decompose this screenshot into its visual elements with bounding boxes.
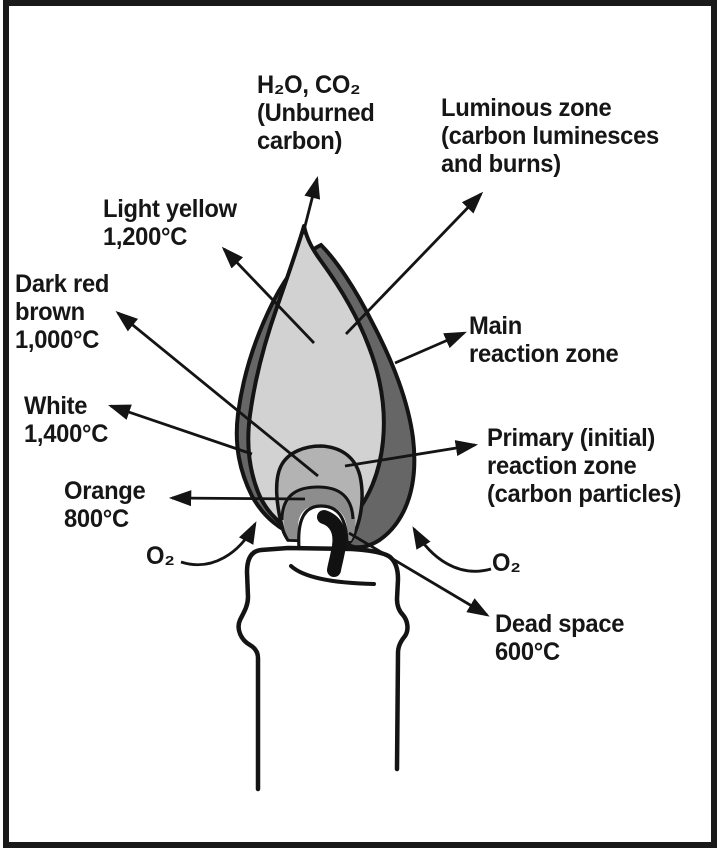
label-luminous-zone: Luminous zone (carbon luminesces and bur… [441, 94, 659, 178]
arrow-dead-space [348, 531, 490, 617]
arrow-o2-right [412, 526, 492, 573]
arrow-white [108, 404, 253, 456]
label-o2-right: O₂ [492, 549, 521, 577]
arrow-light-yellow [221, 246, 316, 344]
arrow-luminous-zone [344, 191, 484, 335]
label-dark-red-brown-1000c: Dark red brown 1,000°C [15, 270, 110, 354]
label-h2o-co2: H₂O, CO₂ (Unburned carbon) [257, 71, 375, 155]
candle-body-outline [236, 545, 410, 792]
label-main-reaction-zone: Main reaction zone [469, 312, 619, 368]
arrow-orange [168, 490, 306, 507]
label-dead-space-600c: Dead space 600°C [495, 610, 625, 666]
label-orange-800c: Orange 800°C [64, 477, 146, 533]
label-light-yellow-1200c: Light yellow 1,200°C [103, 195, 237, 251]
label-primary-reaction-zone: Primary (initial) reaction zone (carbon … [487, 424, 682, 508]
label-o2-left: O₂ [146, 542, 175, 570]
candle-wick [317, 510, 347, 577]
dead-space-outline [297, 504, 349, 550]
sub-dome-outline [280, 485, 355, 521]
arrow-o2-left [180, 521, 257, 567]
label-white-1400c: White 1,400°C [24, 392, 109, 448]
melted-wax-pool-line [289, 564, 376, 586]
arrow-primary-reaction-zone [344, 440, 479, 468]
arrow-main-reaction-zone [394, 331, 467, 365]
arrow-h2o-co2 [301, 175, 321, 235]
arrow-dark-red-brown [115, 311, 319, 478]
